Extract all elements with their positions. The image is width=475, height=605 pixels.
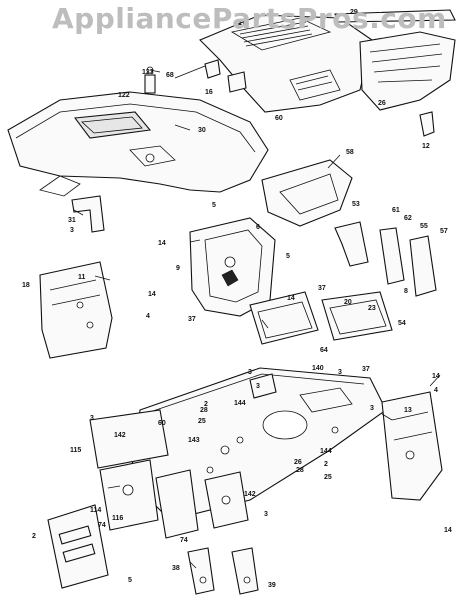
part-callout-c13: 13 (404, 407, 412, 414)
part-callout-c57: 57 (440, 228, 448, 235)
part-callout-c14a: 14 (158, 240, 166, 247)
leader-lines (73, 65, 441, 569)
bracket-39 (231, 547, 259, 595)
main-frame (129, 367, 387, 521)
mounting-bracket-20 (321, 291, 393, 341)
part-callout-c37b: 37 (318, 285, 326, 292)
part-callout-c58: 58 (346, 149, 354, 156)
dash-panel (189, 217, 276, 317)
part-callout-c3a: 3 (70, 227, 74, 234)
part-callout-c12: 12 (422, 143, 430, 150)
lift-brackets (334, 221, 437, 297)
front-bumper (47, 504, 109, 589)
part-callout-c74a: 74 (98, 522, 106, 529)
part-callout-c14e: 14 (432, 373, 440, 380)
part-callout-c3e: 3 (370, 405, 374, 412)
part-callout-c2b: 2 (324, 461, 328, 468)
heat-shield (261, 159, 353, 227)
part-callout-c142b: 142 (244, 491, 256, 498)
part-callout-c74b: 74 (180, 537, 188, 544)
right-side-plate (381, 391, 443, 501)
fender-deck (7, 91, 269, 197)
part-callout-c14d: 14 (444, 527, 452, 534)
part-callout-c144b: 144 (320, 448, 332, 455)
part-callout-c17: 17 (238, 20, 246, 27)
part-callout-c6a: 6 (256, 224, 260, 231)
part-callout-c3c: 3 (256, 383, 260, 390)
part-callout-c14c: 14 (148, 291, 156, 298)
part-callout-c4b: 4 (434, 387, 438, 394)
part-callout-c5c: 5 (128, 577, 132, 584)
part-callout-c64: 64 (320, 347, 328, 354)
part-callout-c14b: 14 (287, 295, 295, 302)
part-callout-c3g: 3 (264, 511, 268, 518)
front-axle-plates (89, 409, 249, 539)
part-callout-c53: 53 (352, 201, 360, 208)
part-callout-c116: 116 (112, 515, 123, 522)
part-callout-c55: 55 (420, 223, 428, 230)
part-callout-c54: 54 (398, 320, 406, 327)
part-callout-c140: 140 (312, 365, 324, 372)
part-callout-c3d: 3 (338, 369, 342, 376)
part-callout-c9: 9 (176, 265, 180, 272)
part-callout-c25b: 25 (324, 474, 332, 481)
part-callout-c28b: 28 (296, 467, 304, 474)
part-callout-c143: 143 (188, 437, 200, 444)
part-callout-c3f: 3 (90, 415, 94, 422)
part-callout-c144a: 144 (234, 400, 246, 407)
part-callout-c29: 29 (350, 9, 358, 16)
part-callout-c123: 123 (142, 69, 154, 76)
hood-pivot-parts (144, 59, 247, 94)
part-callout-c60a: 60 (275, 115, 283, 122)
part-callout-c31: 31 (68, 217, 76, 224)
part-callout-c114: 114 (90, 507, 101, 514)
part-callout-c3b: 3 (248, 369, 252, 376)
part-callout-c39: 39 (268, 582, 276, 589)
part-callout-c68: 68 (166, 72, 174, 79)
part-callout-c30: 30 (198, 127, 206, 134)
part-callout-c26: 26 (378, 100, 386, 107)
part-callout-c38: 38 (172, 565, 180, 572)
part-callout-c62: 62 (404, 215, 412, 222)
part-callout-c20: 20 (344, 299, 352, 306)
part-callout-c28a: 28 (200, 407, 208, 414)
bracket-12 (419, 111, 435, 137)
part-callout-c2c: 2 (32, 533, 36, 540)
part-callout-c23: 23 (368, 305, 376, 312)
part-callout-c142a: 142 (114, 432, 126, 439)
part-callout-c4a: 4 (146, 313, 150, 320)
hood (199, 14, 373, 113)
part-callout-c115: 115 (70, 447, 81, 454)
bracket-38 (187, 547, 215, 595)
part-callout-c8: 8 (404, 288, 408, 295)
fender-bracket (71, 195, 105, 233)
part-callout-c61: 61 (392, 207, 400, 214)
part-callout-c5a: 5 (212, 202, 216, 209)
part-callout-c16: 16 (205, 89, 213, 96)
part-callout-c37c: 37 (362, 366, 370, 373)
part-callout-c5b: 5 (286, 253, 290, 260)
part-callout-c25a: 25 (198, 418, 206, 425)
part-callout-c11: 11 (78, 274, 86, 281)
part-callout-c2a: 2 (204, 401, 208, 408)
front-grille (334, 9, 456, 111)
part-callout-c18: 18 (22, 282, 30, 289)
battery-tray (249, 291, 319, 345)
left-side-panel (39, 261, 113, 359)
part-callout-c26b: 26 (294, 459, 302, 466)
part-callout-c122: 122 (118, 92, 130, 99)
part-callout-c37a: 37 (188, 316, 196, 323)
part-callout-c60b: 60 (158, 420, 166, 427)
